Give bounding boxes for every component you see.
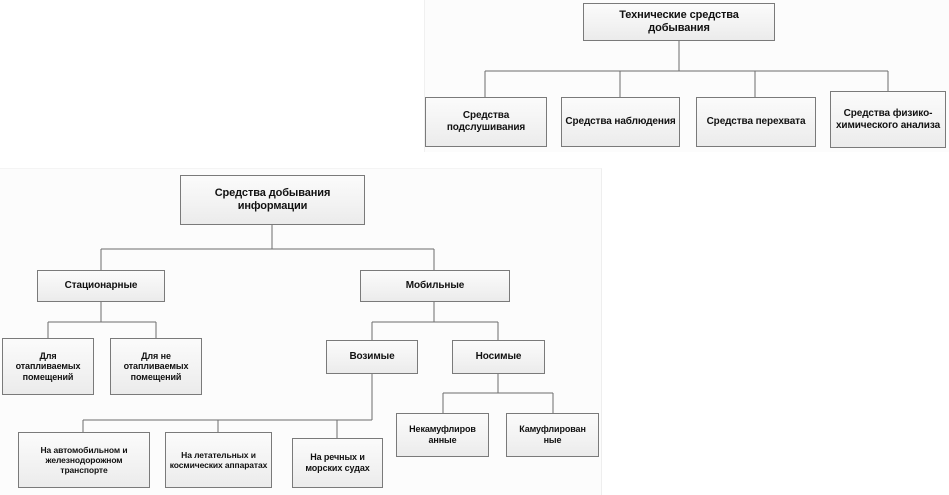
node-river-sea-vessels[interactable]: На речных и морских судах xyxy=(292,438,383,488)
node-mobile[interactable]: Мобильные xyxy=(360,270,510,302)
node-uncamouflaged[interactable]: Некамуфлиров анные xyxy=(396,413,489,457)
node-physico-chemical-analysis-means[interactable]: Средства физико-химического анализа xyxy=(830,91,946,148)
node-unheated-premises[interactable]: Для не отапливаемых помещений xyxy=(110,338,202,395)
node-road-rail-transport[interactable]: На автомобильном и железнодорожном транс… xyxy=(18,432,150,488)
node-interception-means[interactable]: Средства перехвата xyxy=(696,97,816,147)
node-technical-means-root[interactable]: Технические средства добывания xyxy=(583,3,775,41)
node-stationary[interactable]: Стационарные xyxy=(37,270,165,302)
node-camouflaged[interactable]: Камуфлирован ные xyxy=(506,413,599,457)
node-eavesdropping-means[interactable]: Средства подслушивания xyxy=(425,97,547,147)
node-observation-means[interactable]: Средства наблюдения xyxy=(561,97,680,147)
node-transportable[interactable]: Возимые xyxy=(326,340,418,374)
node-heated-premises[interactable]: Для отапливаемых помещений xyxy=(2,338,94,395)
node-information-acquisition-root[interactable]: Средства добывания информации xyxy=(180,175,365,225)
node-wearable[interactable]: Носимые xyxy=(452,340,545,374)
node-aircraft-spacecraft[interactable]: На летательных и космических аппаратах xyxy=(165,432,272,488)
